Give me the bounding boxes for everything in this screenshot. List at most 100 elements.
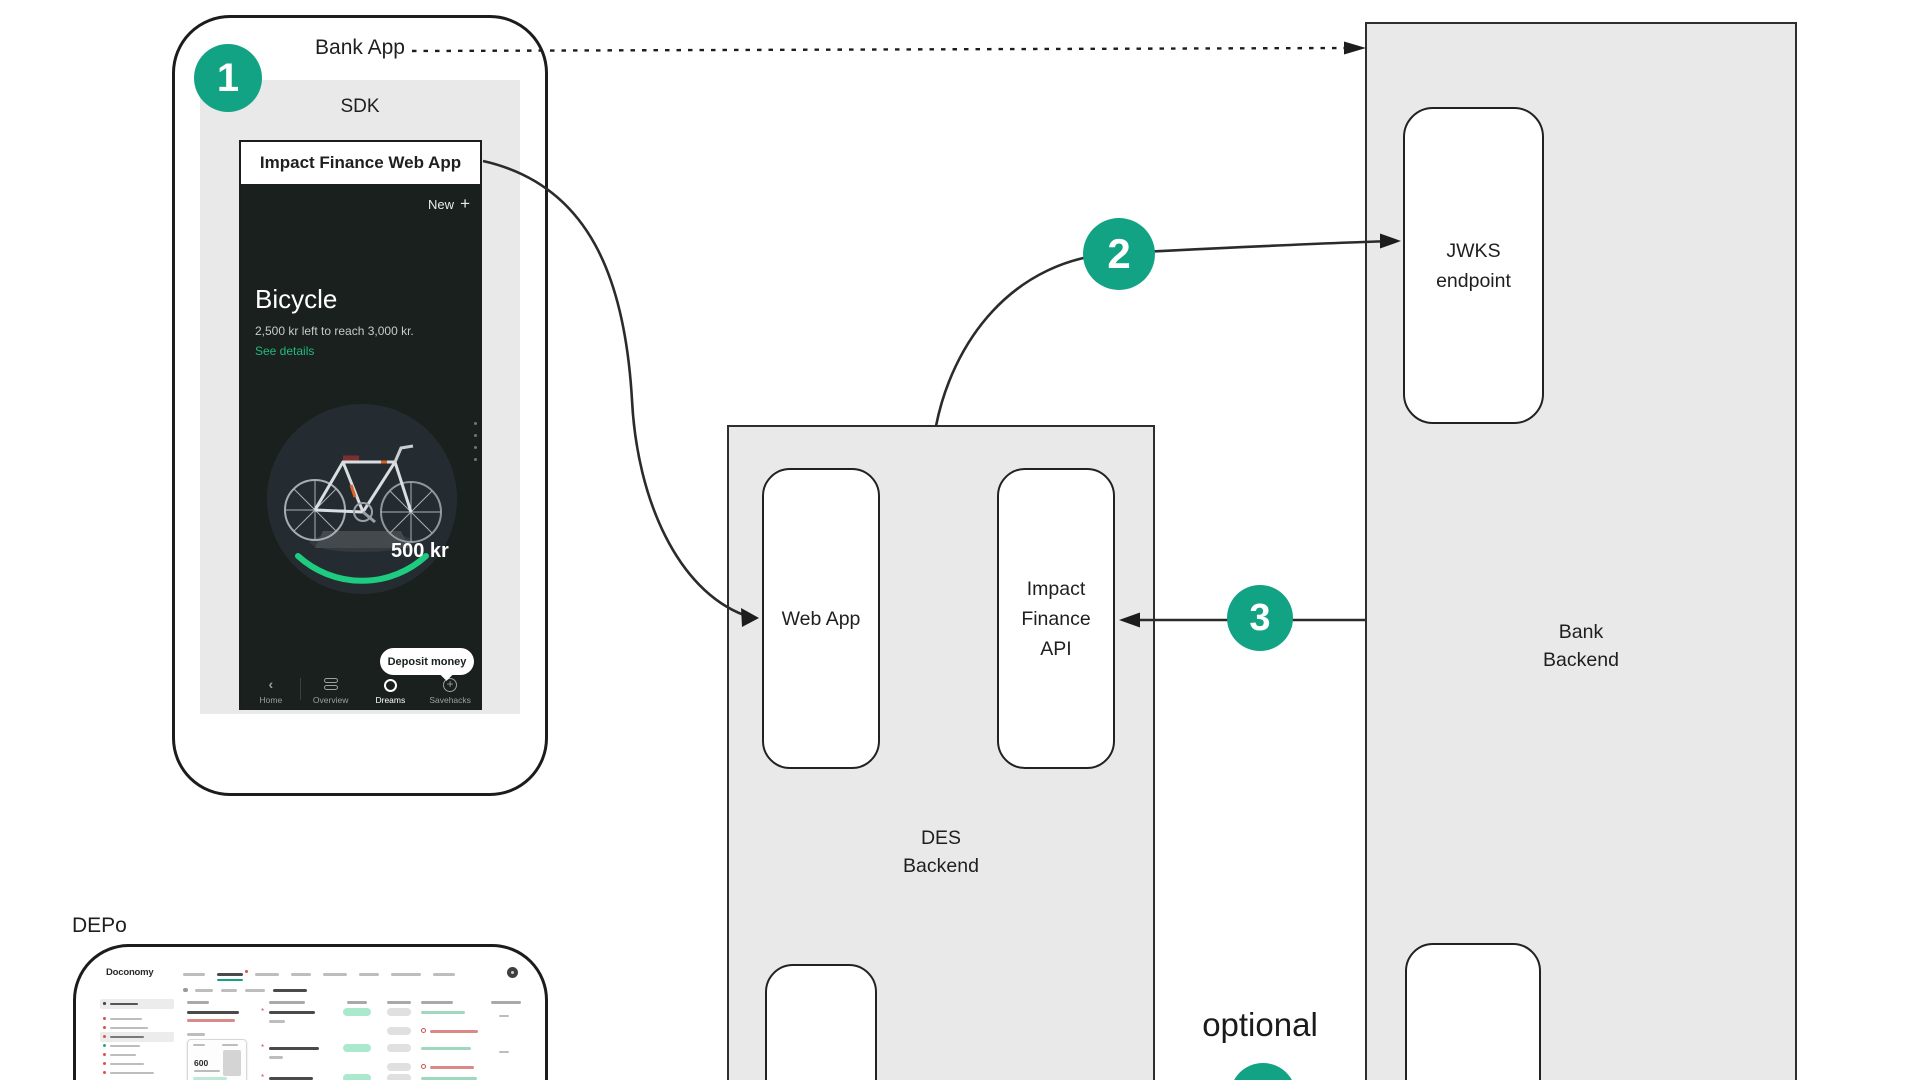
nav-bar[interactable]	[359, 973, 379, 976]
sidebar-item[interactable]	[103, 1051, 171, 1059]
impact-finance-api-label: Impact Finance API	[1021, 577, 1091, 660]
language-pill	[387, 1044, 411, 1052]
carousel-dots	[474, 422, 478, 470]
nav-bar[interactable]	[323, 973, 347, 976]
gear-icon[interactable]	[507, 967, 518, 978]
row-key-bar	[269, 1077, 313, 1080]
bank-backend-label: Bank Backend	[1543, 621, 1619, 671]
home-icon[interactable]	[183, 988, 188, 992]
row-sub-bar	[269, 1020, 285, 1023]
nav-item-dreams[interactable]: Dreams	[361, 674, 421, 710]
sidebar-item[interactable]	[103, 1024, 171, 1032]
language-pill	[387, 1027, 411, 1035]
new-dream-button[interactable]: New+	[428, 194, 470, 214]
nav-bar[interactable]	[391, 973, 421, 976]
app-screen: New+ Bicycle 2,500 kr left to reach 3,00…	[241, 184, 480, 710]
required-asterisk: *	[261, 1007, 265, 1016]
detail-sub-bar	[187, 1033, 205, 1036]
updated-mark	[499, 1015, 509, 1017]
nav-bar-active[interactable]	[217, 973, 243, 976]
nav-divider	[299, 678, 301, 700]
jwks-endpoint-node: JWKS endpoint	[1403, 107, 1544, 424]
nav-bar[interactable]	[433, 973, 455, 976]
row-key-bar	[269, 1047, 319, 1050]
card-image-placeholder	[223, 1050, 241, 1076]
dream-preview-card: 600	[187, 1039, 247, 1080]
nav-bar[interactable]	[291, 973, 311, 976]
bank-partial-node	[1405, 943, 1541, 1080]
impact-finance-web-app-title: Impact Finance Web App	[241, 142, 480, 184]
column-header	[491, 1001, 521, 1004]
circle-icon	[383, 679, 397, 692]
required-asterisk: *	[261, 1043, 265, 1052]
translation-ok-bar	[421, 1077, 477, 1080]
impact-finance-api-node: Impact Finance API	[997, 468, 1115, 769]
doconomy-dashboard: Doconomy	[91, 963, 531, 1080]
sidebar-item[interactable]	[103, 1069, 171, 1077]
nav-bar[interactable]	[183, 973, 205, 976]
sidebar-item[interactable]	[103, 1033, 171, 1041]
bank-app-to-bank-backend-dashed-line	[411, 46, 1345, 53]
step-badge-2: 2	[1083, 218, 1155, 290]
jwks-endpoint-label: JWKS endpoint	[1436, 239, 1511, 292]
des-backend-label: DES Backend	[903, 827, 979, 877]
doconomy-logo: Doconomy	[106, 967, 154, 978]
nav-bar[interactable]	[255, 973, 279, 976]
depo-label: DEPo	[72, 914, 127, 937]
bicycle-goal-image	[267, 404, 457, 594]
breadcrumb-item[interactable]	[245, 989, 265, 992]
see-details-link[interactable]: See details	[255, 344, 315, 358]
des-to-jwks-curve-arrow	[934, 239, 1395, 427]
detail-warning-bar	[187, 1019, 235, 1022]
nav-item-home[interactable]: ‹ Home	[241, 674, 301, 710]
row-key-bar	[269, 1011, 315, 1014]
bicycle-illustration	[284, 444, 442, 543]
deposit-money-button[interactable]: Deposit money	[380, 648, 474, 681]
breadcrumb-item[interactable]	[221, 989, 237, 992]
sidebar-item[interactable]	[103, 1000, 171, 1008]
column-header	[387, 1001, 411, 1004]
sidebar-item[interactable]	[103, 1060, 171, 1068]
depo-screen-frame: Doconomy	[73, 944, 548, 1080]
arrowhead-right-icon	[1344, 41, 1366, 55]
detail-title-bar	[187, 1011, 239, 1014]
sidebar-item[interactable]	[103, 1042, 171, 1050]
des-partial-node	[765, 964, 877, 1080]
nav-label: Overview	[312, 695, 349, 705]
optional-label: optional	[1202, 1006, 1318, 1043]
breadcrumb-current	[273, 989, 307, 992]
plus-circle-icon: +	[443, 678, 458, 692]
notification-dot	[245, 970, 248, 973]
step-badge-3: 3	[1227, 585, 1293, 651]
column-header	[187, 1001, 209, 1004]
sdk-label: SDK	[340, 96, 380, 117]
bank-app-title: Bank App	[315, 36, 405, 59]
web-app-label: Web App	[781, 607, 861, 630]
nav-label: Dreams	[375, 695, 406, 705]
sidebar-item[interactable]	[103, 1015, 171, 1023]
coins-icon	[323, 678, 338, 692]
language-pill	[387, 1008, 411, 1016]
column-header	[347, 1001, 367, 1004]
bottom-nav: ‹ Home Overview Dreams + Savehacks	[241, 674, 480, 710]
missing-translation-bar	[430, 1030, 478, 1033]
web-app-node: Web App	[762, 468, 880, 769]
nav-item-overview[interactable]: Overview	[301, 674, 361, 710]
row-sub-bar	[269, 1056, 283, 1059]
step-badge-1: 1	[194, 44, 262, 112]
translation-ok-bar	[421, 1047, 471, 1050]
language-pill	[387, 1063, 411, 1071]
language-pill	[387, 1074, 411, 1080]
breadcrumb-item[interactable]	[195, 989, 213, 992]
nav-label: Savehacks	[429, 695, 471, 705]
impact-finance-web-app-box: Impact Finance Web App New+ Bicycle 2,50…	[239, 140, 482, 710]
status-pill-available	[343, 1074, 371, 1080]
status-pill-available	[343, 1044, 371, 1052]
plus-icon: +	[460, 194, 470, 213]
translation-ok-bar	[421, 1011, 465, 1014]
warning-icon	[421, 1064, 426, 1069]
nav-item-savehacks[interactable]: + Savehacks	[420, 674, 480, 710]
card-amount: 600	[194, 1058, 209, 1068]
status-pill-available	[343, 1008, 371, 1016]
